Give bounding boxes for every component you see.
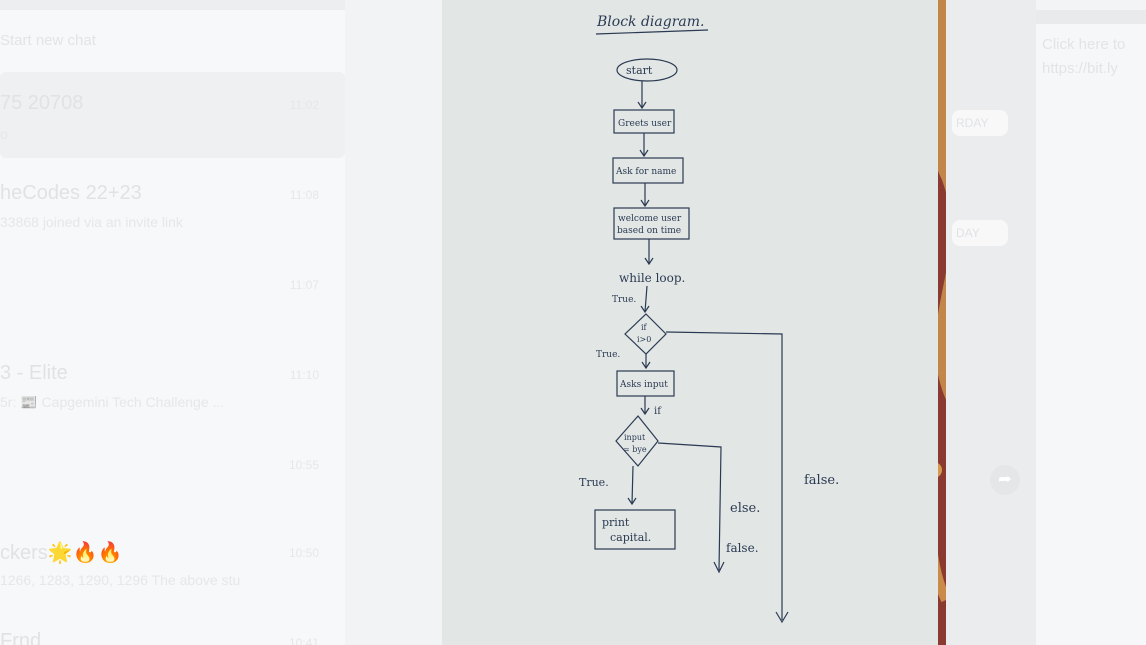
false-outer-label: false. [804,473,839,488]
info-card-header [1036,10,1146,24]
chat-item[interactable]: 75 20708 11:02 o [0,72,345,158]
chat-item[interactable]: heCodes 22+23 11:08 33868 joined via an … [0,172,345,252]
info-text-line1: Click here to [1042,36,1126,53]
chat-time: 10:41 [288,636,319,645]
true-label-3: True. [579,476,609,489]
chat-name: heCodes 22+23 [0,182,142,204]
chat-time: 11:07 [289,278,319,292]
photo-viewer-image: Block diagram. start Greets user Ask for… [442,0,946,645]
if-label: if [654,406,662,417]
chat-item[interactable]: 3 - Elite 11:10 5r: 📰 Capgemini Tech Cha… [0,352,345,432]
condition-if-label: if [641,323,648,332]
chat-item[interactable]: Frnd 10:41 [0,620,345,645]
chat-name: Frnd [0,630,42,645]
false-inner-label: false. [726,541,759,555]
greets-user-label: Greets user [618,119,672,129]
chat-time: 11:08 [289,188,319,202]
chat-item[interactable]: ckers🌟🔥🔥 10:50 1266, 1283, 1290, 1296 Th… [0,530,345,610]
start-node-label: start [626,64,653,77]
chat-name: 75 20708 [0,92,84,114]
chat-list-panel: Start new chat 75 20708 11:02 o heCodes … [0,0,345,645]
chat-item[interactable]: 11:07 [0,262,345,342]
chat-item[interactable]: 10:55 [0,442,345,522]
notebook-page [442,0,938,645]
chat-preview: 33868 joined via an invite link [0,214,183,230]
info-card [1036,10,1146,645]
date-pill: DAY [952,220,1008,246]
conversation-strip [946,0,1036,645]
chat-preview: 1266, 1283, 1290, 1296 The above stu [0,572,241,588]
capital-label: capital. [610,531,651,544]
chat-time: 10:50 [288,546,319,560]
hand-drawn-flowchart: Block diagram. start Greets user Ask for… [579,14,839,624]
chat-time: 11:02 [289,98,319,112]
chat-time: 11:10 [289,368,319,382]
overlay-gutter-left [345,0,442,645]
true-label-1: True. [612,295,636,305]
condition-bye-label: = bye [623,445,647,454]
diagram-title: Block diagram. [596,14,704,30]
while-loop-label: while loop. [619,271,685,285]
start-new-chat-link[interactable]: Start new chat [0,32,96,49]
chat-time: 10:55 [288,458,319,472]
else-label: else. [730,501,760,516]
chat-name: ckers🌟🔥🔥 [0,542,123,564]
chat-preview: o [0,126,8,142]
chat-preview: 5r: 📰 Capgemini Tech Challenge ... [0,394,225,410]
condition-input-label: input [624,433,646,442]
true-label-2: True. [596,350,620,360]
based-on-time-label: based on time [617,226,681,236]
forward-icon[interactable]: ➦ [990,465,1020,495]
asks-input-label: Asks input [619,380,668,390]
print-label: print [602,516,630,529]
date-pill: RDAY [952,110,1008,136]
ask-name-label: Ask for name [615,167,676,177]
welcome-user-label: welcome user [618,214,682,224]
info-link[interactable]: https://bit.ly [1042,60,1118,77]
search-bar[interactable] [0,0,345,10]
chat-name: 3 - Elite [0,362,68,384]
condition-i-gt-0-label: i>0 [637,335,651,344]
